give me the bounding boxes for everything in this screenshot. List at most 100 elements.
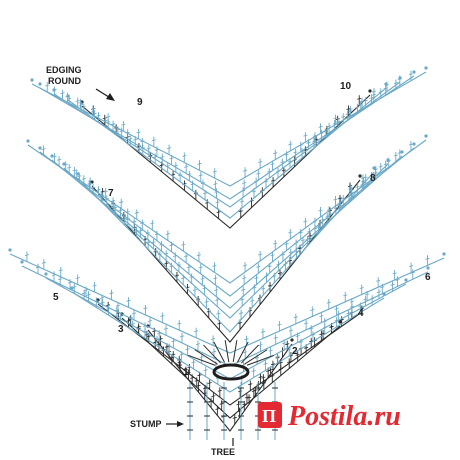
stitch-bar [213,183,218,185]
stitch-row [77,171,375,333]
row-end-dot [424,66,428,70]
stitch-bar [198,266,203,269]
round-number-6: 6 [425,272,431,283]
stitch-bar [196,254,202,257]
stitch-bar [204,300,209,303]
stitch-bar [263,362,268,365]
stitch-bar [254,277,259,280]
stitch-bar [258,161,263,163]
stitch-bar [334,307,339,310]
stitch-row [9,253,445,354]
stitch-bar [214,289,219,292]
stitch-bar [119,201,124,204]
stitch-bar [333,198,338,201]
stitch-bar [248,383,253,386]
stitch-bar [238,210,243,213]
stitch-bar [319,333,324,336]
row-end-dot [290,338,294,342]
stitch-bar [102,117,107,120]
stitch-bar [211,350,217,353]
stitch-bar [303,148,308,151]
edging-label-line1: EDGING [46,65,82,75]
stitch-bar [164,262,169,265]
ring-stitch [237,341,249,363]
stitch-bar [60,92,65,95]
stitch-bar [277,323,282,326]
row-end-dot [412,70,416,74]
stitch-bar [295,353,300,356]
stitch-bar [131,312,137,315]
stitch-bar [56,158,62,161]
stitch-bar [376,279,381,282]
stitch-bar [146,147,151,150]
stitch-bar [337,197,343,200]
stitch-bar [242,277,247,280]
stitch-bar [258,376,263,378]
stitch-bar [251,370,256,372]
row-end-dot [424,134,428,138]
stitch-bar [270,363,276,366]
stitch-bar [337,203,342,206]
stitch-bar [157,332,162,335]
stitch-bar [373,171,378,174]
stitch-bar [237,322,243,324]
stitch-row [27,139,427,284]
stitch-bar [197,162,202,165]
stitch-bar [96,114,101,117]
stitch-bar [273,242,278,245]
stitch-bar [268,368,273,371]
stitch-bar [238,390,243,393]
edging-label-line2: ROUND [48,76,81,86]
stitch-bar [358,305,363,307]
stitch-bar [355,106,360,109]
magic-ring [212,363,250,381]
row-end-dot [8,248,12,252]
row-end-dot [442,252,446,256]
stitch-bar [410,271,415,274]
stitch-bar [395,279,400,281]
stitch-bar [363,99,368,102]
stitch-row [39,147,415,297]
stitch-bar [287,348,292,351]
stitch-bar [133,138,138,141]
stitch-bar [182,155,187,157]
stitch-bar [195,343,201,346]
stitch-bar [380,286,385,289]
stitch-bar [326,125,332,128]
stitch-bar [320,218,325,221]
stitch-bar [288,329,294,332]
stitch-bar [41,261,46,264]
ring-stitch [188,354,216,366]
stitch-bar [346,312,351,315]
stitch-bar [371,93,376,96]
stitch-bar [109,292,114,295]
row-end-dot [400,150,404,154]
stitch-row [121,317,341,419]
stitch-bar [63,163,68,166]
stitch-bar [408,73,414,76]
stitch-bar [184,255,189,258]
stitch-bar [198,174,203,177]
stitch-bar [169,244,174,247]
stitch-bar [115,304,121,307]
stitch-bar [72,286,77,288]
stitch-bar [284,243,289,245]
stitch-bar [347,185,353,187]
stitch-bar [355,186,360,188]
round-number-2: 2 [292,346,298,357]
row-end-dot [38,146,42,150]
stitch-bar [136,131,141,134]
stitch-bar [184,165,189,168]
edging-arrow-head [106,93,115,101]
round-number-8: 8 [370,173,376,184]
stitch-bar [278,361,283,364]
stitch-bar [323,130,329,133]
stitch-bar [390,283,395,286]
stitch-bar [281,169,286,172]
stitch-bar [160,315,165,317]
stitch-bar [106,115,111,118]
stitch-row [67,87,387,219]
stitch-bar [92,284,97,287]
stitch-bar [319,315,324,318]
